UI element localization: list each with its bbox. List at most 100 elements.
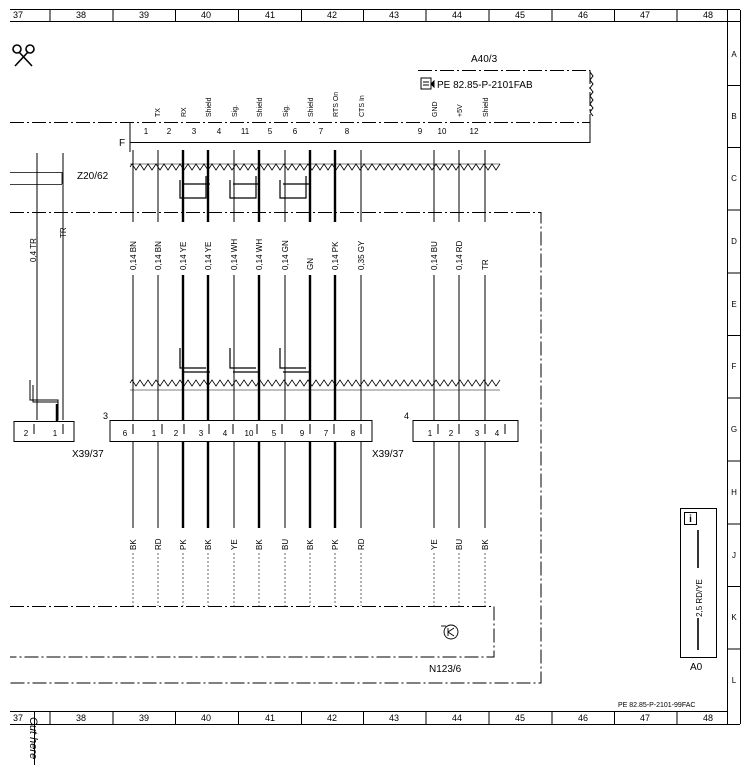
connector-pin-number: 6 xyxy=(123,429,128,438)
wire-label: 0,14 WH xyxy=(255,239,264,270)
grid-column-label: 44 xyxy=(452,10,462,20)
wire-label: 0,35 GY xyxy=(357,240,366,270)
cut-here-label: Cut here xyxy=(27,717,39,759)
pin-label: Shield xyxy=(257,97,264,117)
svg-text:i: i xyxy=(689,514,692,525)
grid-column-label: 40 xyxy=(201,713,211,723)
pin-label: +5V xyxy=(457,104,464,117)
grid-column-label: 39 xyxy=(139,713,149,723)
connector-right-label: X39/37 xyxy=(372,449,404,460)
bottom-wire-label: PK xyxy=(179,539,188,550)
bottom-wire-label: YE xyxy=(430,539,439,550)
connector-pin-number: 10 xyxy=(245,429,254,438)
pin-number: 8 xyxy=(345,127,350,136)
left-wire-label-1: 0,4 TR xyxy=(29,238,38,262)
connector-x39-37-3 xyxy=(109,420,373,442)
bottom-wire-label: BK xyxy=(204,539,213,550)
connector-pin-number: 2 xyxy=(174,429,179,438)
grid-row-label: D xyxy=(731,237,737,246)
pin-label: Shield xyxy=(308,97,315,117)
wire-bundle xyxy=(132,150,486,606)
wire-labels: 0,14 BN 0,14 BN 0,14 YE 0,14 YE 0,14 WH 0,14 … xyxy=(129,239,490,270)
connector-x39-37-4 xyxy=(412,420,519,442)
info-box-label: A0 xyxy=(690,662,703,673)
grid-row-label: L xyxy=(732,676,737,685)
grid-column-label: 39 xyxy=(139,10,149,20)
cable-boundary xyxy=(10,212,542,684)
pin-number: 9 xyxy=(418,127,423,136)
pin-label: Shield xyxy=(206,97,213,117)
wire-label: 0,14 BN xyxy=(129,241,138,270)
grid-column-label: 37 xyxy=(13,10,23,20)
connector-pin-number: 2 xyxy=(449,429,454,438)
grid-column-label: 41 xyxy=(265,713,275,723)
connector-pin-number: 3 xyxy=(199,429,204,438)
footer-ref: PE 82.85-P-2101-99FAC xyxy=(618,702,695,709)
pin-number: 4 xyxy=(217,127,222,136)
connector-pin-number: 1 xyxy=(152,429,157,438)
grid-column-label: 46 xyxy=(578,713,588,723)
connector-group-4: 4 xyxy=(404,411,409,421)
grid-row-label: A xyxy=(731,50,737,59)
info-icon xyxy=(684,512,697,525)
pin-label: CTS In xyxy=(359,95,366,117)
bottom-wire-label: RD xyxy=(154,538,163,550)
grid-column-label: 47 xyxy=(640,10,650,20)
grid-column-label: 43 xyxy=(389,713,399,723)
bottom-wire-label: BU xyxy=(281,539,290,550)
pin-label: Sig. xyxy=(283,105,290,117)
scissors-icon xyxy=(12,44,35,67)
bottom-wire-label: BU xyxy=(455,539,464,550)
grid-row-label: H xyxy=(731,488,737,497)
pin-number: 10 xyxy=(438,127,447,136)
grid-row-label: F xyxy=(732,362,737,371)
connector-pin-number: 2 xyxy=(24,429,29,438)
wire-label: 0,14 GN xyxy=(281,240,290,270)
module-id: A40/3 xyxy=(471,54,498,65)
connector-pin-number: 3 xyxy=(475,429,480,438)
connector-pin-number: 1 xyxy=(428,429,433,438)
cable-shield-bottom xyxy=(129,379,501,387)
connector-f-letter: F xyxy=(119,138,125,149)
bottom-wire-label: PK xyxy=(331,539,340,550)
bottom-wire-label: BK xyxy=(129,539,138,550)
pin-label: GND xyxy=(432,101,439,117)
grid-row-label: B xyxy=(731,112,736,121)
wire-label: 0,14 YE xyxy=(204,242,213,270)
wire-label: 0,14 BN xyxy=(154,241,163,270)
wire-label: 0,14 YE xyxy=(179,242,188,270)
pin-number: 5 xyxy=(268,127,273,136)
connector-pin-number: 5 xyxy=(272,429,277,438)
grid-column-label: 40 xyxy=(201,10,211,20)
grid-column-label: 37 xyxy=(13,713,23,723)
bottom-wire-label: BK xyxy=(481,539,490,550)
pin-label: Sig. xyxy=(232,105,239,117)
grid-column-label: 48 xyxy=(703,713,713,723)
connector-pin-number: 4 xyxy=(223,429,228,438)
cable-id: Z20/62 xyxy=(77,171,109,182)
connector-pin-number: 1 xyxy=(53,429,58,438)
grid-column-label: 41 xyxy=(265,10,275,20)
wire-label: 0,14 PK xyxy=(331,241,340,270)
connector-pin-number: 4 xyxy=(495,429,500,438)
pin-number: 1 xyxy=(144,127,149,136)
bottom-wire-label: BK xyxy=(255,539,264,550)
component-box xyxy=(10,606,495,658)
grid-row-label: J xyxy=(732,551,736,560)
pin-number: 7 xyxy=(319,127,324,136)
pin-number: 3 xyxy=(192,127,197,136)
pin-label: Shield xyxy=(483,97,490,117)
grid-column-label: 43 xyxy=(389,10,399,20)
connector-pin-number: 8 xyxy=(351,429,356,438)
grid-column-label: 45 xyxy=(515,713,525,723)
connector-pin-number: 9 xyxy=(300,429,305,438)
connector-group-3: 3 xyxy=(103,411,108,421)
wire-label: 0,14 WH xyxy=(230,239,239,270)
connector-pin-number: 7 xyxy=(324,429,329,438)
grid-column-label: 47 xyxy=(640,713,650,723)
